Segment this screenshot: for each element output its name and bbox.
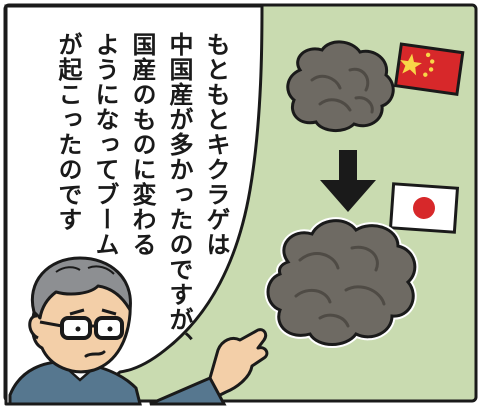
speech-line-4: ようになってブーム xyxy=(91,32,119,257)
fungus-top xyxy=(286,40,395,132)
fungus-bottom xyxy=(264,217,419,348)
japan-flag-icon xyxy=(388,182,460,234)
speech-line-2: 中国産が多かったのですが、 xyxy=(165,32,193,357)
china-flag-icon xyxy=(393,42,465,96)
speech-line-5: が起こったのです xyxy=(54,32,82,232)
speech-line-1: もともとキクラゲは xyxy=(202,32,230,257)
down-arrow-icon xyxy=(320,150,376,212)
speech-line-3: 国産のものに変わる xyxy=(128,32,156,257)
man-figure xyxy=(8,256,269,406)
